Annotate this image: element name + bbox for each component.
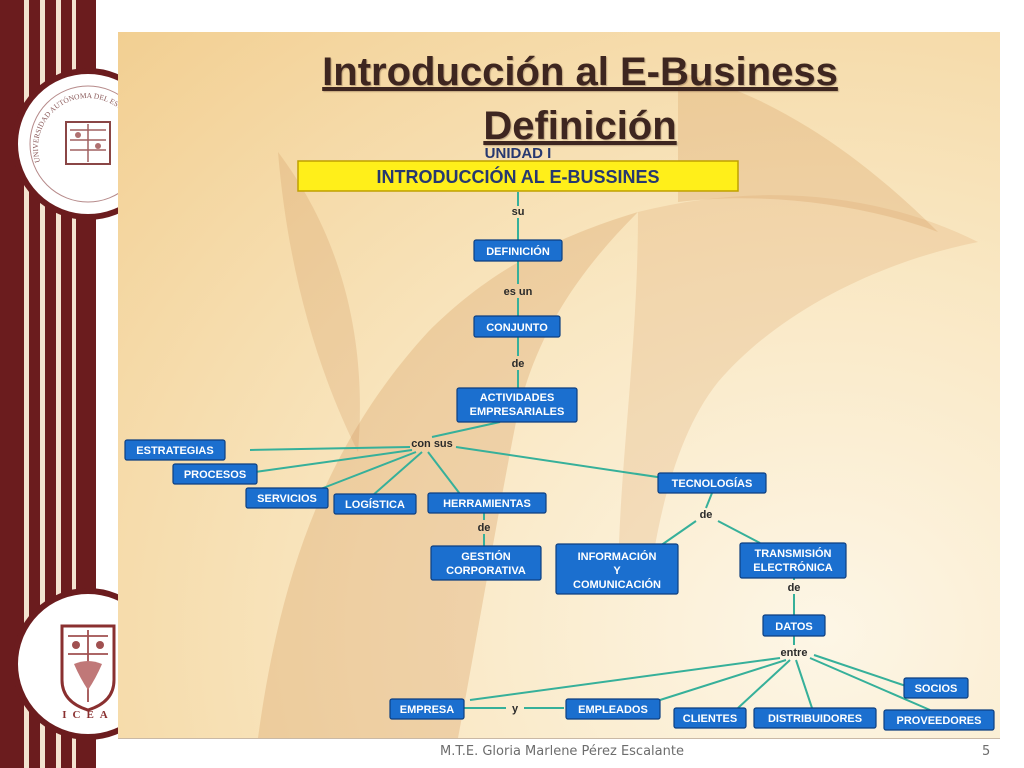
node-label: TECNOLOGÍAS [672,477,753,490]
node-informacion-comunicacion: INFORMACIÓN Y COMUNICACIÓN [555,543,679,595]
node-label: EMPRESARIALES [470,406,565,418]
node-label: DEFINICIÓN [486,245,550,258]
node-label: CLIENTES [683,713,737,725]
header-box [297,160,739,192]
node-label: LOGÍSTICA [345,498,405,511]
node-label: DATOS [775,621,813,633]
node-label: COMUNICACIÓN [573,578,661,591]
node-tecnologias: TECNOLOGÍAS [657,472,767,494]
node-servicios: SERVICIOS [245,487,329,509]
node-label: ESTRATEGIAS [136,445,213,457]
header-partial-text: UNIDAD I [485,145,552,162]
node-label: EMPLEADOS [578,704,648,716]
node-label: CONJUNTO [486,322,548,334]
node-label: ELECTRÓNICA [753,561,833,574]
node-label: PROCESOS [184,469,246,481]
link-de: de [700,509,713,521]
node-datos: DATOS [762,614,826,637]
node-label: GESTIÓN [461,550,511,563]
header-text: INTRODUCCIÓN AL E-BUSSINES [376,166,659,187]
node-clientes: CLIENTES [673,707,747,729]
footer-divider [118,738,1000,739]
node-label: DISTRIBUIDORES [768,713,862,725]
connectors [249,192,931,711]
link-de: de [788,582,801,594]
band-stripe [24,0,29,768]
node-definicion: DEFINICIÓN [473,239,563,262]
slide-content-area [118,32,1000,738]
band-stripe [40,0,45,768]
node-actividades-empresariales: ACTIVIDADES EMPRESARIALES [456,387,578,423]
node-logistica: LOGÍSTICA [333,493,417,515]
link-entre: entre [781,647,808,659]
link-es-un: es un [504,286,533,298]
node-empresa: EMPRESA [389,698,465,720]
svg-text:ICEA: ICEA [62,709,114,721]
node-herramientas: HERRAMIENTAS [427,492,547,514]
node-proveedores: PROVEEDORES [883,709,995,731]
node-estrategias: ESTRATEGIAS [124,439,226,461]
node-label: SERVICIOS [257,493,317,505]
node-label: PROVEEDORES [897,715,982,727]
node-label: HERRAMIENTAS [443,498,531,510]
node-distribuidores: DISTRIBUIDORES [753,707,877,729]
node-label: EMPRESA [400,704,454,716]
slide-title: Introducción al E-Business [322,50,838,94]
band-stripe [56,0,61,768]
node-label: ACTIVIDADES [480,392,555,404]
node-conjunto: CONJUNTO [473,315,561,338]
node-empleados: EMPLEADOS [565,698,661,720]
diagram-header: UNIDAD I INTRODUCCIÓN AL E-BUSSINES [297,145,739,192]
band-stripe [72,0,76,768]
slide-subtitle: Definición [483,104,677,148]
node-gestion-corporativa: GESTIÓN CORPORATIVA [430,545,542,581]
page-number: 5 [982,744,991,759]
node-label: CORPORATIVA [446,565,526,577]
wing-watermark [258,72,978,738]
link-de: de [478,522,491,534]
node-label: SOCIOS [915,683,958,695]
node-label: INFORMACIÓN [578,550,657,563]
node-procesos: PROCESOS [172,463,258,485]
node-label: Y [613,565,621,577]
node-transmision-electronica: TRANSMISIÓN ELECTRÓNICA [739,542,847,579]
footer-author: M.T.E. Gloria Marlene Pérez Escalante [440,744,684,759]
link-de: de [512,358,525,370]
node-socios: SOCIOS [903,677,969,699]
link-con-sus: con sus [411,438,453,450]
link-y: y [512,703,519,715]
node-label: TRANSMISIÓN [755,547,832,560]
link-su: su [512,206,525,218]
